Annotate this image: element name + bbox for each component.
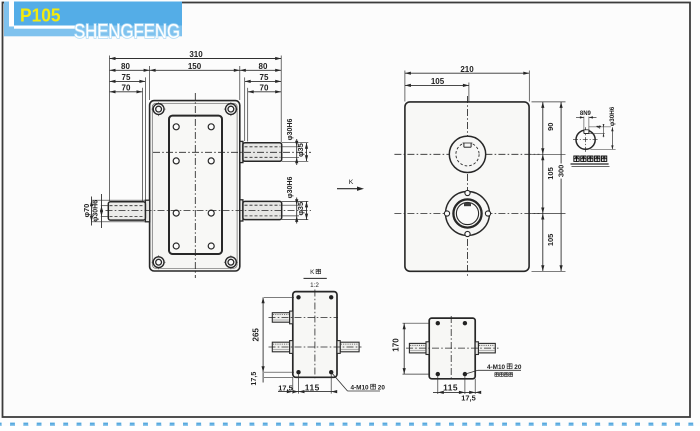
svg-text:φ30H6: φ30H6 [287, 177, 294, 199]
svg-text:265: 265 [252, 328, 261, 342]
svg-text:φ30H6: φ30H6 [287, 119, 294, 141]
svg-text:φ35: φ35 [296, 143, 305, 157]
svg-text:300: 300 [556, 165, 565, 178]
svg-text:K: K [349, 179, 354, 186]
svg-text:115: 115 [305, 382, 320, 392]
svg-text:210: 210 [460, 65, 474, 74]
svg-text:K: K [310, 269, 315, 276]
svg-text:4: 4 [597, 125, 603, 129]
svg-text:80: 80 [259, 62, 268, 71]
svg-text:70: 70 [122, 84, 131, 93]
svg-text:75: 75 [122, 73, 131, 82]
svg-text:105: 105 [546, 167, 555, 180]
svg-text:17,5: 17,5 [249, 372, 258, 386]
svg-text:170: 170 [392, 338, 401, 352]
svg-text:80: 80 [121, 62, 130, 71]
svg-text:20: 20 [378, 385, 386, 392]
svg-text:17,5: 17,5 [461, 394, 475, 403]
svg-text:75: 75 [260, 73, 269, 82]
svg-text:8N9: 8N9 [580, 111, 592, 117]
svg-text:SHENGFENG: SHENGFENG [74, 21, 180, 43]
svg-text:105: 105 [546, 234, 555, 247]
svg-text:1:2: 1:2 [310, 282, 319, 289]
svg-text:φ70: φ70 [82, 204, 91, 218]
svg-text:φ35: φ35 [296, 202, 305, 216]
svg-text:310: 310 [189, 50, 203, 59]
svg-text:115: 115 [443, 382, 458, 392]
svg-text:17,5: 17,5 [278, 383, 292, 392]
svg-text:φ30H6: φ30H6 [609, 106, 616, 126]
svg-text:φ30H6: φ30H6 [93, 200, 100, 222]
svg-text:4-M10: 4-M10 [351, 385, 370, 392]
svg-text:90: 90 [546, 123, 555, 131]
svg-text:P105: P105 [20, 4, 61, 25]
svg-text:4-M10: 4-M10 [487, 364, 506, 371]
svg-text:105: 105 [431, 77, 445, 86]
svg-text:150: 150 [188, 62, 202, 71]
svg-text:70: 70 [260, 84, 269, 93]
svg-text:20: 20 [514, 364, 522, 371]
svg-text:300: 300 [556, 165, 565, 178]
